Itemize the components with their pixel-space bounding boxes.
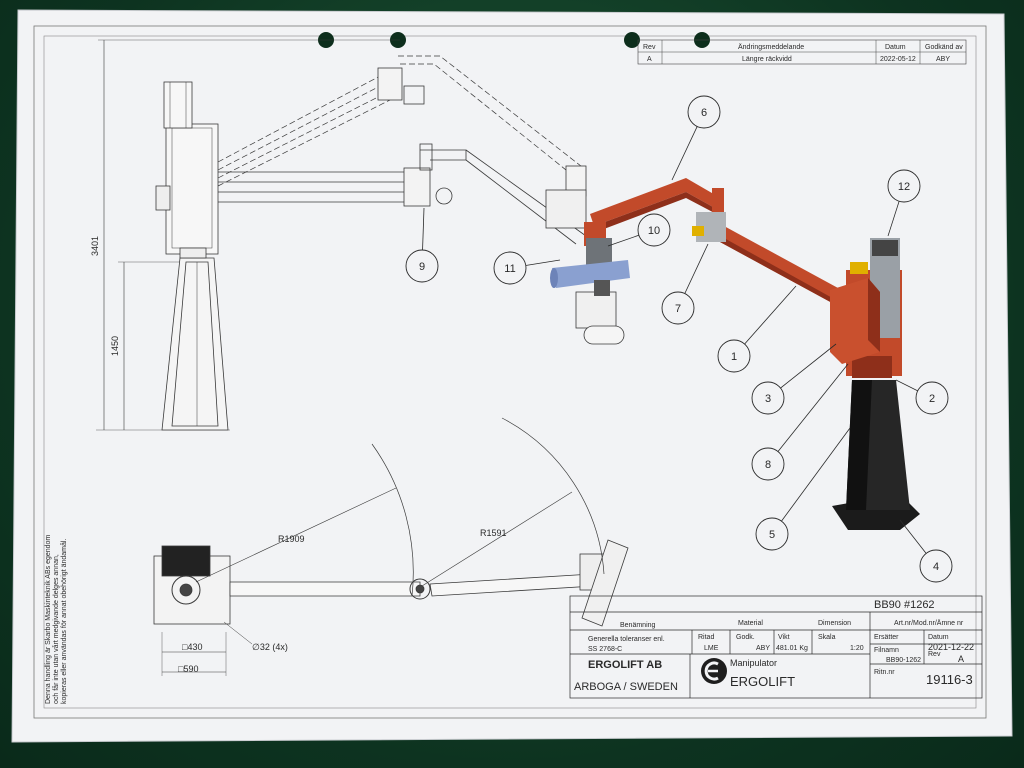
balloon-circle	[751, 381, 785, 415]
title-block: BB90 #1262 Benämning Material Dimension …	[569, 595, 983, 699]
side-note-line: kopieras eller användas för annat obehör…	[60, 539, 68, 704]
balloon-label: 1	[731, 351, 737, 363]
border-outer	[33, 25, 987, 719]
tb-drawing-no: 19116-3	[926, 672, 973, 687]
balloon-circle	[637, 213, 671, 247]
balloon-circle	[887, 169, 921, 203]
dim-height-stand: 1450	[110, 336, 120, 356]
side-note: Denna handling är Skarbo Maskinteknik AB…	[45, 535, 68, 704]
tb-label-article: Art.nr/Mod.nr/Ämne nr	[894, 619, 964, 627]
balloon-label: 3	[765, 393, 771, 405]
date-header: Datum	[885, 44, 906, 51]
balloon-circle	[751, 447, 785, 481]
change-value: Längre räckvidd	[742, 56, 792, 63]
balloon-label: 12	[898, 181, 910, 193]
tb-label-date: Datum	[928, 634, 949, 641]
tb-label-checked: Ritad	[698, 634, 714, 641]
approved-value: ABY	[936, 56, 950, 63]
dim-height-total: 3401	[90, 236, 100, 256]
balloon-circle	[717, 339, 751, 373]
tb-label-drawing-no: Ritn.nr	[874, 669, 895, 676]
tb-label-rev: Rev	[928, 651, 941, 658]
tb-label-dimension: Dimension	[818, 620, 851, 627]
tb-label-approved: Godk.	[736, 634, 755, 641]
tb-weight: 481.01 Kg	[776, 645, 808, 652]
rev-value: A	[647, 56, 652, 63]
tb-label-name: Benämning	[620, 622, 656, 629]
tb-label-filename: Filnamn	[874, 647, 899, 654]
dim-base-outer: 590	[183, 664, 198, 674]
tb-label-weight: Vikt	[778, 634, 790, 641]
balloon-circle	[755, 517, 789, 551]
rev-header: Rev	[643, 44, 656, 51]
tb-label-tolerance: Generella toleranser enl.	[588, 636, 665, 643]
balloon-circle	[919, 549, 953, 583]
balloon-label: 5	[769, 529, 775, 541]
tb-label-material: Material	[738, 620, 763, 627]
paper	[12, 10, 1012, 742]
dim-base-inner-label: □430	[182, 642, 202, 652]
balloon-label: 11	[504, 263, 515, 275]
change-header: Ändringsmeddelande	[738, 43, 804, 51]
tb-filename: BB90-1262	[886, 657, 921, 664]
tb-city: ARBOGA / SWEDEN	[574, 681, 678, 693]
border-inner	[43, 35, 977, 709]
balloon-circle	[661, 291, 695, 325]
balloon-label: 9	[419, 261, 425, 273]
balloon-leader	[767, 363, 849, 465]
tb-rev: A	[958, 654, 964, 664]
balloon-label: 2	[929, 393, 935, 405]
balloon-circle	[915, 381, 949, 415]
balloon-circle	[405, 249, 439, 283]
tb-scale: 1:20	[850, 645, 864, 652]
tb-approved: ABY	[756, 645, 770, 652]
tb-checked: LME	[704, 645, 719, 652]
dim-base-outer-label: □590	[178, 664, 198, 674]
revision-table: Rev Ändringsmeddelande Datum Godkänd av …	[637, 39, 967, 65]
balloon-circle	[493, 251, 527, 285]
side-view	[96, 39, 625, 431]
tb-company: ERGOLIFT AB	[588, 659, 662, 671]
balloon-label: 7	[675, 303, 681, 315]
balloon-leader	[771, 427, 851, 535]
ergolift-logo-icon	[701, 658, 727, 684]
balloon-label: 6	[701, 107, 707, 119]
balloon-label: 4	[933, 561, 939, 573]
tb-product: Manipulator	[730, 658, 777, 668]
tb-ref: BB90 #1262	[874, 599, 935, 611]
side-note-line: Denna handling är Skarbo Maskinteknik AB…	[45, 535, 52, 704]
dim-base-inner: 430	[187, 642, 202, 652]
side-note-line: och får inte utan vårt medgivande delges…	[52, 554, 60, 704]
date-value: 2022-05-12	[880, 56, 916, 63]
tb-label-scale: Skala	[818, 634, 836, 641]
dim-holes-label: ∅32 (4x)	[252, 642, 288, 652]
balloon-circle	[687, 95, 721, 129]
balloon-label: 10	[648, 225, 660, 237]
dim-radius-inner: R1591	[480, 528, 507, 538]
top-view	[153, 417, 629, 676]
dim-radius-outer: R1909	[278, 534, 305, 544]
tb-brand: ERGOLIFT	[730, 674, 795, 689]
tb-tolerance-std: SS 2768-C	[588, 646, 622, 653]
approved-header: Godkänd av	[925, 44, 963, 51]
manipulator-3d	[550, 178, 920, 530]
tb-label-replaces: Ersätter	[874, 634, 899, 641]
balloon-label: 8	[765, 459, 771, 471]
punch-hole	[624, 32, 640, 48]
tb-date: 2021-12-22	[928, 642, 974, 652]
dim-holes: 32 (4x)	[260, 642, 288, 652]
